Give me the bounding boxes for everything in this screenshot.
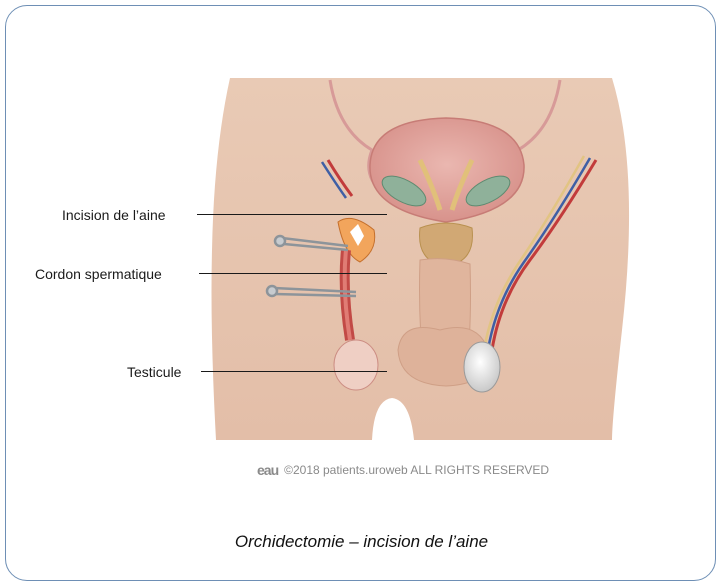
testicle-right: [464, 342, 500, 392]
leader-line-groin-incision: [197, 214, 387, 215]
copyright-text: ©2018 patients.uroweb ALL RIGHTS RESERVE…: [284, 463, 549, 477]
label-spermatic-cord: Cordon spermatique: [35, 266, 162, 282]
label-testicle: Testicule: [127, 364, 181, 380]
copyright-notice: eau ©2018 patients.uroweb ALL RIGHTS RES…: [257, 462, 549, 478]
leader-line-testicle: [201, 371, 387, 372]
eau-logo: eau: [257, 462, 278, 478]
figure-caption: Orchidectomie – incision de l’aine: [0, 532, 723, 552]
testicle-left: [334, 340, 378, 390]
leader-line-spermatic-cord: [199, 273, 387, 274]
label-groin-incision: Incision de l’aine: [62, 207, 166, 223]
